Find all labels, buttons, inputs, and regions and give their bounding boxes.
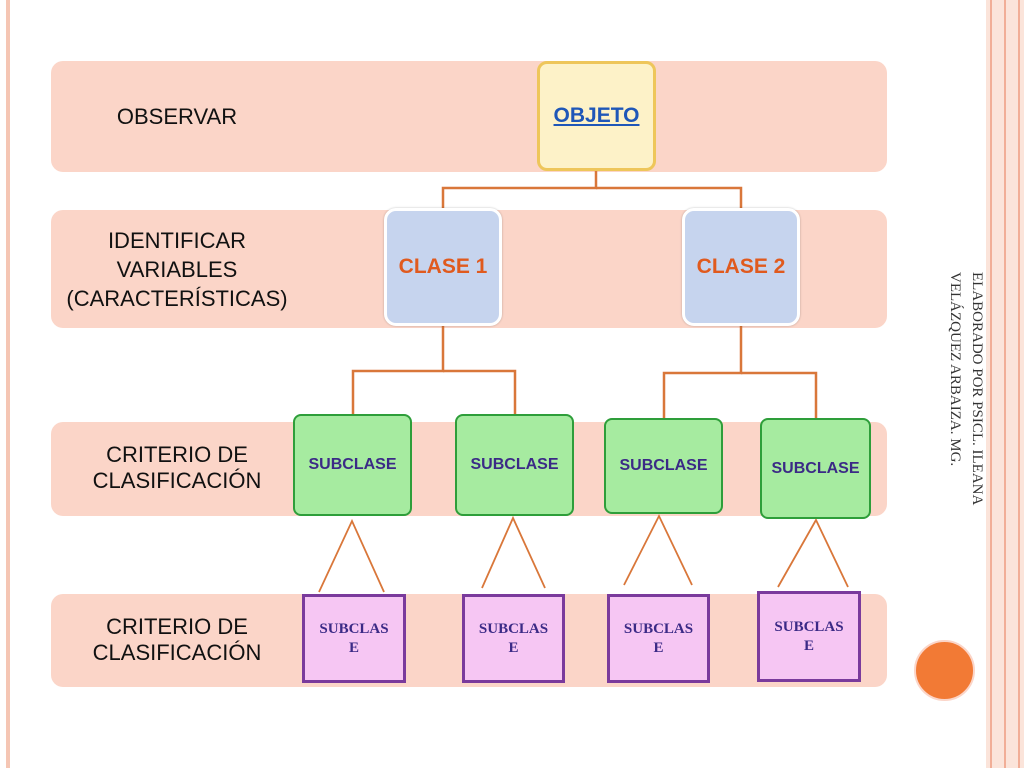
- connector-subclase3-leaf: [623, 513, 693, 586]
- connector-clase1-subclase2: [443, 369, 517, 416]
- band-observar: [51, 61, 887, 172]
- node-clase-1: CLASE 1: [384, 208, 502, 326]
- node-subclase-1: SUBCLASE: [293, 414, 412, 516]
- node-clase-2: CLASE 2: [682, 208, 800, 326]
- connector-clase2-subclases: [662, 326, 743, 420]
- right-decor-line: [1018, 0, 1020, 768]
- connector-clase1-subclases: [351, 326, 445, 416]
- left-decor-line: [6, 0, 10, 768]
- right-decor-line: [1004, 0, 1006, 768]
- node-leaf-4: SUBCLAS E: [757, 591, 861, 682]
- accent-circle: [914, 640, 975, 701]
- node-leaf-3: SUBCLAS E: [607, 594, 710, 683]
- connector-subclase4-leaf: [777, 518, 849, 588]
- author-credit: ELABORADO POR PSICL. ILEANA VELÁZQUEZ AR…: [947, 272, 985, 506]
- row-label-criterio-2: CRITERIO DE CLASIFICACIÓN: [92, 614, 262, 665]
- right-decor-line: [990, 0, 992, 768]
- node-leaf-2: SUBCLAS E: [462, 594, 565, 683]
- node-objeto: OBJETO: [537, 61, 656, 171]
- node-leaf-1: SUBCLAS E: [302, 594, 406, 683]
- connector-subclase1-leaf: [318, 518, 385, 593]
- connector-objeto-clases: [441, 170, 598, 210]
- node-subclase-4: SUBCLASE: [760, 418, 871, 519]
- row-label-identificar: IDENTIFICAR VARIABLES (CARACTERÍSTICAS): [66, 228, 288, 311]
- node-subclase-2: SUBCLASE: [455, 414, 574, 516]
- row-label-observar: OBSERVAR: [116, 104, 238, 129]
- connector-subclase2-leaf: [481, 515, 546, 589]
- connector-clase2-subclase4: [741, 371, 818, 420]
- row-label-criterio-1: CRITERIO DE CLASIFICACIÓN: [92, 442, 262, 493]
- node-subclase-3: SUBCLASE: [604, 418, 723, 514]
- connector-objeto-clase2: [596, 186, 743, 210]
